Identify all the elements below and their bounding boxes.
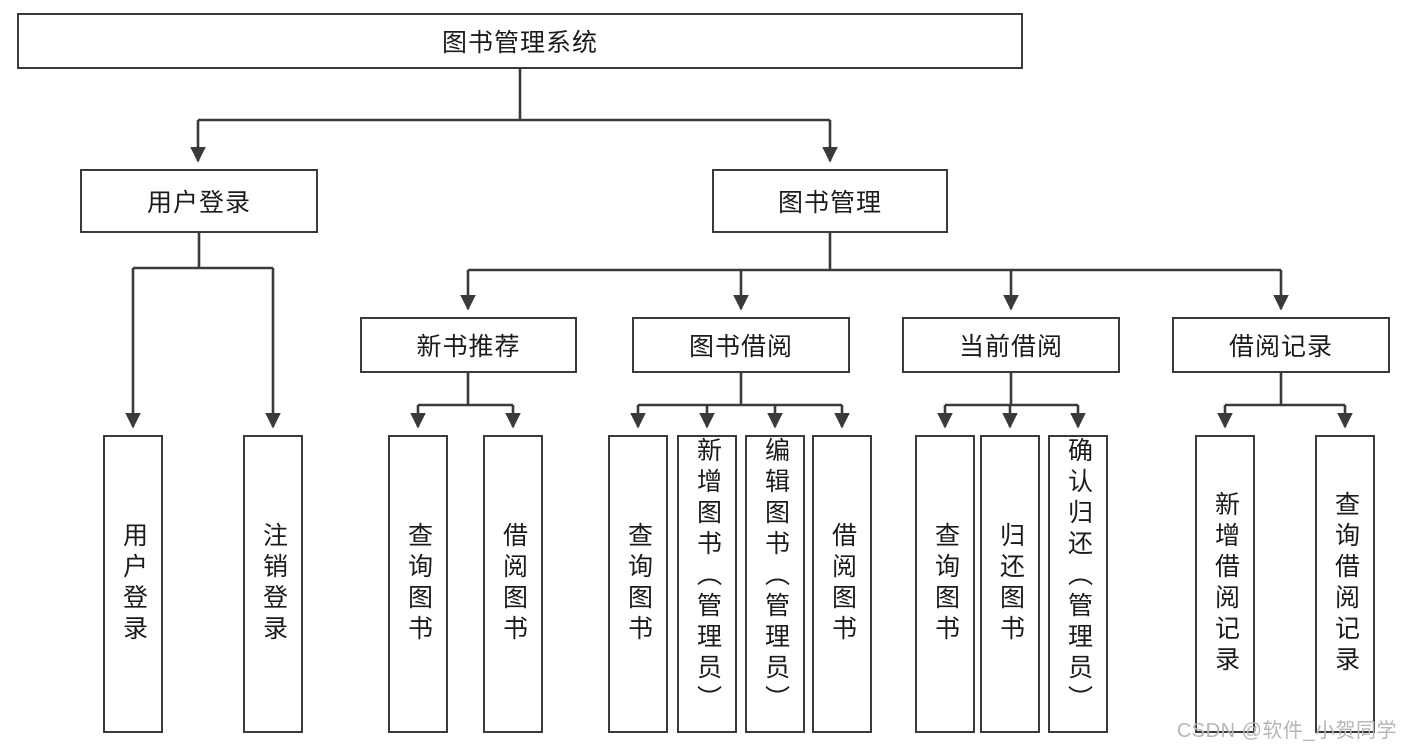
node-current-borrow[interactable]: 当前借阅 (902, 317, 1120, 373)
node-leaf-query-borrow-record[interactable]: 查询借阅记录 (1315, 435, 1375, 733)
leaf-label: 借阅图书 (828, 522, 857, 646)
node-leaf-query-book-borrow[interactable]: 查询图书 (608, 435, 668, 733)
leaf-label: 新增图书（管理员） (693, 437, 722, 716)
node-leaf-confirm-return-admin[interactable]: 确认归还（管理员） (1048, 435, 1108, 733)
watermark-text: CSDN @软件_小贺同学 (1176, 720, 1397, 742)
leaf-label: 查询图书 (404, 522, 433, 646)
leaf-label: 注销登录 (259, 522, 288, 646)
node-leaf-edit-book-admin[interactable]: 编辑图书（管理员） (745, 435, 805, 733)
leaf-label: 借阅图书 (499, 522, 528, 646)
node-book-borrow[interactable]: 图书借阅 (632, 317, 850, 373)
node-borrow-record[interactable]: 借阅记录 (1172, 317, 1390, 373)
node-leaf-borrow-book[interactable]: 借阅图书 (812, 435, 872, 733)
leaf-label: 新增借阅记录 (1211, 491, 1240, 677)
node-root-system[interactable]: 图书管理系统 (17, 13, 1023, 69)
leaf-label: 归还图书 (996, 522, 1025, 646)
leaf-label: 用户登录 (119, 522, 148, 646)
node-leaf-add-book-admin[interactable]: 新增图书（管理员） (677, 435, 737, 733)
leaf-label: 查询借阅记录 (1331, 491, 1360, 677)
node-leaf-query-book-recommend[interactable]: 查询图书 (388, 435, 448, 733)
node-new-book-recommend[interactable]: 新书推荐 (360, 317, 577, 373)
node-leaf-borrow-book-recommend[interactable]: 借阅图书 (483, 435, 543, 733)
node-leaf-add-borrow-record[interactable]: 新增借阅记录 (1195, 435, 1255, 733)
node-leaf-return-book[interactable]: 归还图书 (980, 435, 1040, 733)
leaf-label: 查询图书 (931, 522, 960, 646)
leaf-label: 编辑图书（管理员） (761, 437, 790, 716)
leaf-label: 确认归还（管理员） (1064, 437, 1093, 716)
node-leaf-logout-login[interactable]: 注销登录 (243, 435, 303, 733)
node-user-login[interactable]: 用户登录 (80, 169, 318, 233)
leaf-label: 查询图书 (624, 522, 653, 646)
node-book-management[interactable]: 图书管理 (712, 169, 948, 233)
node-leaf-query-book-current[interactable]: 查询图书 (915, 435, 975, 733)
node-leaf-user-login[interactable]: 用户登录 (103, 435, 163, 733)
